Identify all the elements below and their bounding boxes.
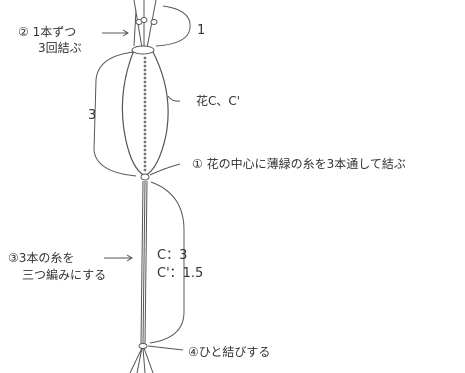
flower-leader: [167, 95, 181, 102]
step4-leader: [147, 345, 184, 351]
dimension-label-left: 3: [88, 108, 97, 123]
stitch-dot: [143, 160, 147, 164]
c-length-label: C：3: [157, 248, 188, 263]
stitch-dot: [143, 92, 147, 96]
bud-opening: [131, 45, 155, 55]
tassel-ends: [129, 347, 154, 373]
stitch-dot: [143, 136, 147, 140]
stitch-dot: [143, 96, 147, 100]
step1-label: ① 花の中心に薄緑の糸を3本通して結ぶ: [192, 157, 406, 171]
stitch-dot: [143, 72, 147, 76]
top-knots: [135, 17, 158, 25]
stitch-dot: [143, 60, 147, 64]
braided-cord: [140, 180, 148, 345]
step3-arrow: [104, 254, 133, 262]
stitch-dot: [143, 140, 147, 144]
stitch-dot: [143, 56, 147, 60]
step3-label-line1: ③3本の糸を: [8, 251, 75, 265]
stitch-dot: [143, 112, 147, 116]
stitch-dot: [143, 124, 147, 128]
stitch-dot: [143, 164, 147, 168]
stitch-dot: [143, 128, 147, 132]
step4-label: ④ひと結びする: [188, 345, 271, 359]
c-prime-length-label: C'：1.5: [157, 266, 204, 281]
step2-label-line1: ② 1本ずつ: [18, 25, 77, 39]
step1-leader: [149, 163, 181, 176]
dimension-bracket-left: [93, 51, 137, 177]
stitch-dot: [143, 156, 147, 160]
stitch-dot: [143, 76, 147, 80]
flower-label: 花C、C': [196, 94, 241, 108]
base-knot: [140, 173, 150, 181]
center-stitches: [143, 56, 147, 172]
stitch-dot: [143, 116, 147, 120]
stitch-dot: [143, 68, 147, 72]
stitch-dot: [143, 108, 147, 112]
stitch-dot: [143, 144, 147, 148]
dimension-label-top: 1: [197, 23, 206, 38]
dimension-bracket-top: [155, 5, 191, 47]
stitch-dot: [143, 148, 147, 152]
stitch-dot: [143, 64, 147, 68]
stitch-dot: [143, 84, 147, 88]
stitch-dot: [143, 152, 147, 156]
bottom-knot: [138, 343, 148, 349]
dimension-bracket-right: [149, 181, 185, 344]
step2-label-line2: 3回結ぶ: [38, 41, 82, 55]
stitch-dot: [143, 120, 147, 124]
stitch-dot: [143, 168, 147, 172]
stitch-dot: [143, 80, 147, 84]
step3-label-line2: 三つ編みにする: [22, 268, 107, 282]
stitch-dot: [143, 104, 147, 108]
stitch-dot: [143, 100, 147, 104]
stitch-dot: [143, 132, 147, 136]
step2-arrow: [102, 29, 129, 37]
stitch-dot: [143, 88, 147, 92]
